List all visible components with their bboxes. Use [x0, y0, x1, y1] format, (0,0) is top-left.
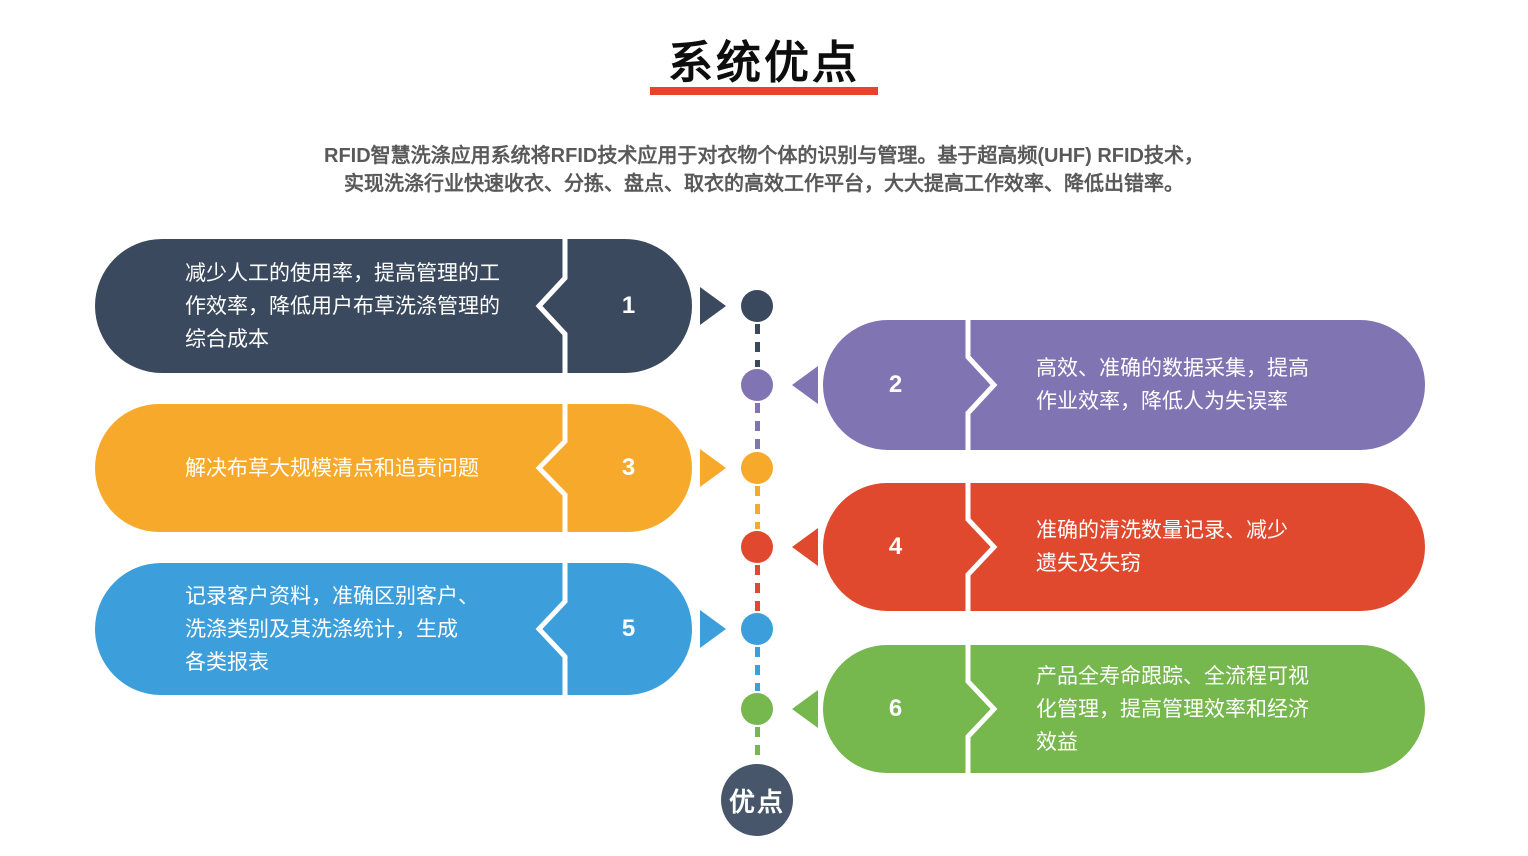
arrow-left-icon [792, 366, 818, 404]
timeline-dot-5 [741, 613, 773, 645]
arrow-left-icon [792, 690, 818, 728]
advantage-number-6: 6 [888, 695, 903, 722]
advantage-text-1: 减少人工的使用率，提高管理的工 作效率，降低用户布草洗涤管理的 综合成本 [185, 261, 500, 351]
subtitle-line-2: 实现洗涤行业快速收衣、分拣、盘点、取衣的高效工作平台，大大提高工作效率、降低出错… [344, 173, 1184, 195]
advantage-number-5: 5 [621, 615, 636, 642]
pill-divider-chevron-left-icon [535, 559, 568, 699]
arrow-right-icon [700, 610, 726, 648]
timeline-dash-3 [755, 486, 760, 529]
title-underline [650, 87, 878, 95]
advantage-pill-1: 减少人工的使用率，提高管理的工 作效率，降低用户布草洗涤管理的 综合成本 1 [95, 235, 692, 377]
advantage-pill-6: 产品全寿命跟踪、全流程可视 化管理，提高管理效率和经济 效益 6 [823, 641, 1425, 777]
arrow-right-icon [700, 287, 726, 325]
advantage-pill-5: 记录客户资料，准确区别客户、 洗涤类别及其洗涤统计，生成 各类报表 5 [95, 559, 692, 699]
timeline-dash-6 [755, 727, 760, 762]
page-title: 系统优点 [667, 37, 860, 88]
advantage-pill-2: 高效、准确的数据采集，提高 作业效率，降低人为失误率 2 [823, 316, 1425, 454]
arrow-left-icon [792, 528, 818, 566]
pill-divider-chevron-right-icon [965, 641, 998, 777]
advantage-number-4: 4 [888, 533, 903, 560]
timeline-dot-4 [741, 531, 773, 563]
timeline-dot-6 [741, 693, 773, 725]
advantage-text-3: 解决布草大规模清点和追责问题 [185, 456, 479, 480]
timeline-dot-1 [741, 290, 773, 322]
timeline-dash-5 [755, 647, 760, 691]
advantage-pill-4: 准确的清洗数量记录、减少 遗失及失窃 4 [823, 479, 1425, 615]
subtitle: RFID智慧洗涤应用系统将RFID技术应用于对衣物个体的识别与管理。基于超高频(… [0, 142, 1528, 198]
advantage-text-6: 产品全寿命跟踪、全流程可视 化管理，提高管理效率和经济 效益 [1036, 664, 1309, 754]
advantage-number-3: 3 [621, 454, 636, 481]
advantage-number-1: 1 [621, 292, 636, 319]
pill-divider-chevron-right-icon [965, 316, 998, 454]
pill-divider-chevron-right-icon [965, 479, 998, 615]
advantage-number-2: 2 [888, 371, 903, 398]
pill-divider-chevron-left-icon [535, 400, 568, 536]
advantage-text-2: 高效、准确的数据采集，提高 作业效率，降低人为失误率 [1036, 357, 1309, 413]
timeline-dash-2 [755, 403, 760, 450]
advantage-text-4: 准确的清洗数量记录、减少 遗失及失窃 [1036, 519, 1288, 575]
summary-label: 优点 [728, 786, 785, 817]
timeline-dot-2 [741, 369, 773, 401]
timeline-dash-4 [755, 565, 760, 611]
summary-circle: 优点 [721, 764, 793, 836]
subtitle-line-1: RFID智慧洗涤应用系统将RFID技术应用于对衣物个体的识别与管理。基于超高频(… [324, 145, 1204, 167]
pill-divider-chevron-left-icon [535, 235, 568, 377]
advantage-text-5: 记录客户资料，准确区别客户、 洗涤类别及其洗涤统计，生成 各类报表 [185, 584, 479, 674]
advantage-pill-3: 解决布草大规模清点和追责问题 3 [95, 400, 692, 536]
arrow-right-icon [700, 449, 726, 487]
timeline-dash-1 [755, 324, 760, 367]
timeline-dot-3 [741, 452, 773, 484]
